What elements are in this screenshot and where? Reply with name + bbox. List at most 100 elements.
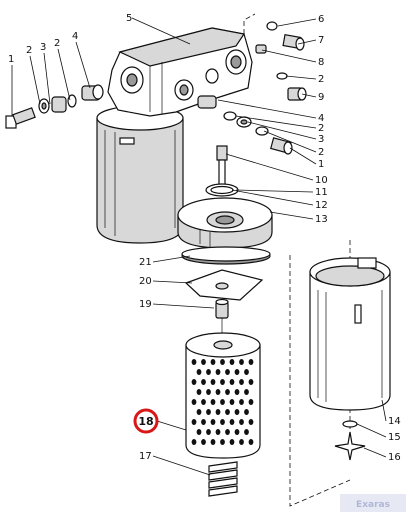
highlighted-callout-18[interactable]: 18	[133, 408, 159, 434]
perforation-hole	[244, 369, 249, 375]
right-upper-fittings	[255, 21, 307, 101]
perforation-hole	[191, 399, 197, 405]
perforation-hole	[220, 399, 225, 405]
perforation-hole	[210, 419, 216, 425]
gasket-and-plate	[181, 246, 271, 338]
leader-line	[57, 48, 71, 101]
filter-bowl-housing	[309, 257, 391, 411]
perforation-hole	[229, 379, 235, 385]
callout-17: 17	[139, 451, 152, 462]
leader-line	[289, 147, 317, 165]
perforation-hole	[239, 359, 244, 365]
callout-10: 10	[315, 175, 328, 186]
perforation-hole	[206, 369, 211, 375]
watermark-logo: Exaras	[340, 494, 406, 512]
callout-15: 15	[388, 432, 401, 443]
perforation-hole	[220, 439, 225, 445]
perforation-hole	[248, 419, 254, 425]
leader-line	[261, 49, 317, 63]
leader-line	[225, 153, 314, 181]
callout-6: 6	[318, 14, 324, 25]
leader-line	[263, 130, 317, 153]
spring	[208, 461, 238, 497]
perforation-hole	[201, 439, 206, 445]
drain-plug-and-wingnut	[334, 420, 366, 461]
perforation-hole	[210, 359, 216, 365]
perforation-hole	[201, 359, 206, 365]
perforation-hole	[196, 369, 202, 375]
perforation-hole	[206, 409, 211, 415]
callout-4: 4	[318, 113, 324, 124]
callout-3: 3	[40, 42, 46, 53]
callout-labels: 5 6 7 8 2 9 4 2 3 2 1 10 11 12 13 1 2 3 …	[8, 13, 401, 463]
leader-line	[156, 420, 187, 431]
perforation-hole	[239, 379, 244, 385]
perforation-hole	[196, 389, 202, 395]
callout-leader-lines	[11, 17, 387, 476]
leader-line	[43, 52, 51, 105]
perforation-hole	[201, 379, 206, 385]
leader-line	[152, 255, 191, 263]
callout-12: 12	[315, 200, 328, 211]
leader-line	[75, 41, 91, 89]
leader-line	[356, 423, 387, 438]
leader-line	[285, 75, 317, 80]
perforation-hole	[196, 429, 202, 435]
perforation-hole	[234, 429, 240, 435]
perforation-hole	[210, 399, 216, 405]
callout-19: 19	[139, 299, 152, 310]
callout-13: 13	[315, 214, 328, 225]
filter-head-body	[107, 27, 253, 117]
perforation-hole	[215, 389, 221, 395]
perforation-hole	[225, 369, 230, 375]
perforation-hole	[248, 399, 254, 405]
upper-filter-housing	[96, 105, 184, 244]
perforation-hole	[206, 389, 211, 395]
perforation-hole	[234, 369, 240, 375]
callout-3: 3	[318, 134, 324, 145]
callout-18: 18	[138, 415, 153, 428]
perforation-hole	[229, 359, 235, 365]
callout-21: 21	[139, 257, 152, 268]
perforation-hole	[210, 379, 216, 385]
leader-line	[269, 211, 314, 220]
perforation-hole	[215, 369, 221, 375]
perforation-hole	[244, 429, 249, 435]
leader-line	[231, 189, 314, 206]
perforation-hole	[248, 379, 254, 385]
leader-line	[29, 55, 41, 105]
perforation-hole	[234, 389, 240, 395]
perforation-hole	[210, 439, 216, 445]
leader-line	[381, 399, 387, 422]
perforation-hole	[239, 419, 244, 425]
callout-2: 2	[54, 38, 60, 49]
leader-line	[217, 99, 317, 119]
watermark-text: Exaras	[356, 500, 390, 510]
callout-5: 5	[126, 13, 132, 24]
leader-line	[131, 17, 191, 45]
perforation-hole	[234, 409, 240, 415]
callout-4: 4	[72, 31, 78, 42]
perforation-hole	[225, 409, 230, 415]
perforation-hole	[215, 409, 221, 415]
callout-1: 1	[8, 54, 14, 65]
leader-line	[247, 121, 317, 140]
perforation-hole	[215, 429, 221, 435]
perforation-hole	[191, 379, 197, 385]
perforation-hole	[206, 429, 211, 435]
perforation-hole	[244, 389, 249, 395]
callout-20: 20	[139, 276, 152, 287]
callout-14: 14	[388, 416, 401, 427]
callout-2: 2	[318, 74, 324, 85]
perforation-hole	[196, 409, 202, 415]
mid-right-fittings	[197, 95, 293, 155]
perforation-holes	[191, 359, 254, 445]
leader-line	[301, 93, 317, 98]
perforation-hole	[225, 389, 230, 395]
callout-7: 7	[318, 35, 324, 46]
leader-line	[152, 303, 215, 309]
perforation-hole	[229, 439, 235, 445]
perforation-hole	[229, 399, 235, 405]
leader-line	[235, 189, 314, 193]
